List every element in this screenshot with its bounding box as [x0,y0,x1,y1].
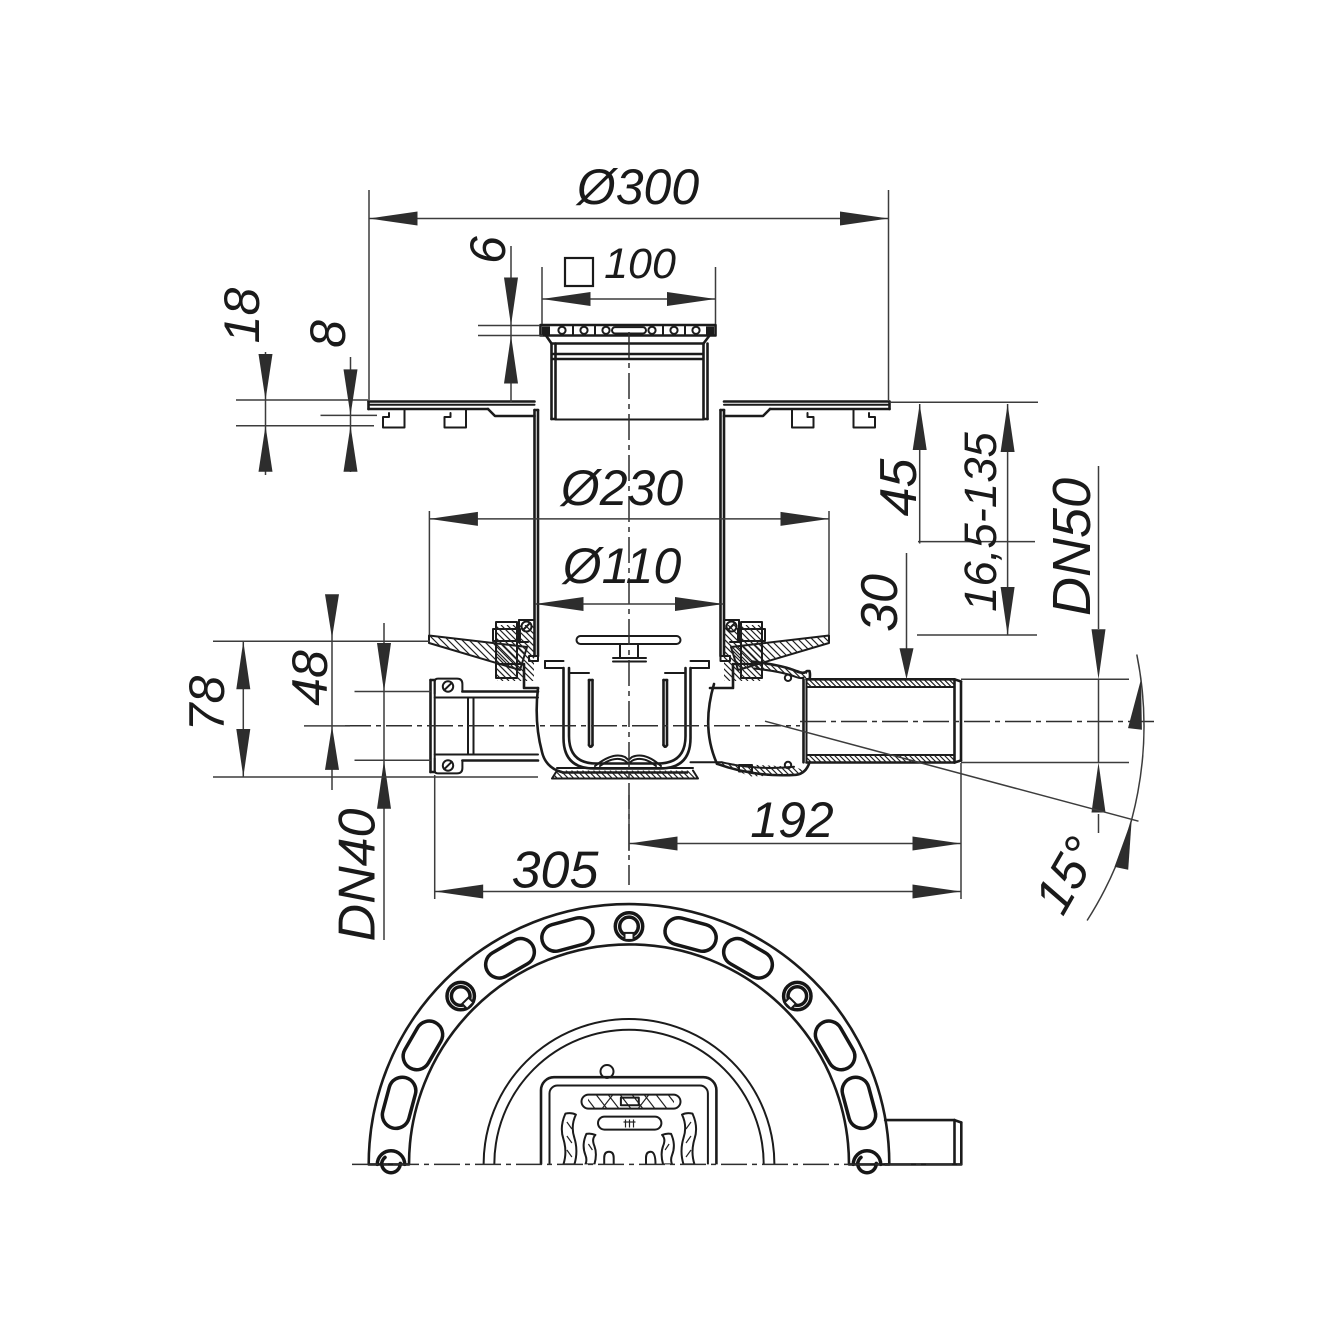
svg-text:192: 192 [750,792,834,848]
svg-text:DN40: DN40 [329,808,387,941]
svg-text:16,5-135: 16,5-135 [955,431,1006,611]
svg-text:DN50: DN50 [1042,478,1102,616]
svg-text:8: 8 [300,320,356,348]
svg-text:30: 30 [851,574,909,632]
svg-text:48: 48 [282,650,338,706]
svg-text:6: 6 [460,236,516,264]
svg-text:Ø230: Ø230 [559,460,684,516]
svg-text:305: 305 [512,842,600,900]
svg-text:100: 100 [604,240,676,288]
svg-text:18: 18 [214,288,270,344]
svg-text:Ø110: Ø110 [561,538,682,594]
svg-text:Ø300: Ø300 [575,159,700,215]
svg-text:78: 78 [179,676,235,732]
svg-text:45: 45 [870,458,928,517]
